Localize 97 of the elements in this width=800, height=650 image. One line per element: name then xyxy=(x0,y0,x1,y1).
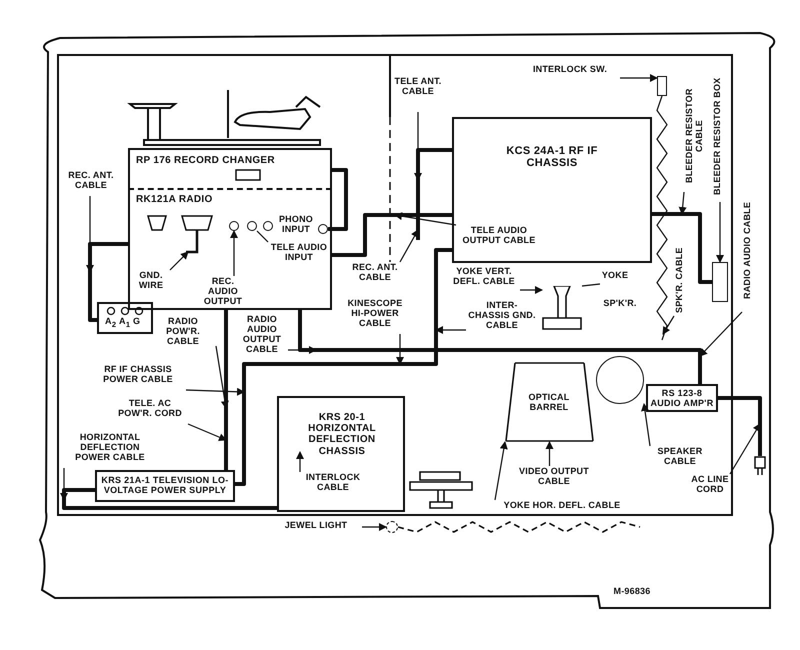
terminal-label: A$_{1}$ xyxy=(119,316,130,330)
chassis-label: KRS 21A-1 TELEVISION LO-VOLTAGE POWER SUPPLY xyxy=(100,475,230,496)
wire xyxy=(656,96,668,340)
leader-line xyxy=(641,403,651,446)
cable xyxy=(298,310,702,384)
callout-label: RADIO POW'R. CABLE xyxy=(150,316,216,346)
chassis-label: RK121A RADIO xyxy=(136,194,214,206)
callout-label: GND. WIRE xyxy=(132,270,170,294)
chassis-box xyxy=(646,384,718,412)
callout-label: YOKE VERT. DEFL. CABLE xyxy=(448,266,520,290)
cable xyxy=(718,396,762,456)
terminal-label: A$_{2}$ xyxy=(105,316,116,330)
callout-label: TELE. AC POW'R. CORD xyxy=(112,398,188,424)
leader-line xyxy=(296,451,304,472)
speaker-drawing xyxy=(596,356,644,404)
leader-line xyxy=(60,468,68,501)
part-label: PHONO INPUT xyxy=(278,214,314,234)
terminal-strip xyxy=(97,302,153,334)
callout-label: INTERLOCK CABLE xyxy=(298,472,368,498)
leader-line xyxy=(186,388,245,396)
callout-label: TELE ANT. CABLE xyxy=(394,76,442,112)
picture-tube-drawing xyxy=(505,362,594,442)
callout-label: SPK'R. CABLE xyxy=(674,244,690,316)
callout-label: YOKE xyxy=(600,270,630,284)
leader-line xyxy=(678,192,687,215)
chassis-box xyxy=(128,148,332,188)
cable xyxy=(652,212,712,284)
callout-label: RADIO AUDIO OUTPUT CABLE xyxy=(236,314,288,358)
callout-label: RADIO AUDIO CABLE xyxy=(742,188,758,312)
leader-line xyxy=(230,230,238,276)
chassis-label: RS 123-8 AUDIO AMP'R xyxy=(650,388,714,408)
wire xyxy=(398,521,640,533)
callout-label: TELE AUDIO INPUT xyxy=(268,242,330,266)
leader-line xyxy=(188,423,227,441)
leader-line xyxy=(716,202,724,263)
callout-label: YOKE HOR. DEFL. CABLE xyxy=(492,500,632,514)
chassis-label: KRS 20-1 HORIZONTAL DEFLECTION CHASSIS xyxy=(307,412,377,457)
callout-label: KINESCOPE HI-POWER CABLE xyxy=(346,298,404,334)
jack-icon xyxy=(229,221,239,231)
part-label: M-96836 xyxy=(612,586,652,596)
leader-line xyxy=(362,523,387,531)
leader-line xyxy=(662,316,675,335)
callout-label: SPEAKER CABLE xyxy=(650,446,710,470)
cable xyxy=(235,248,452,486)
terminal-label: G xyxy=(133,316,140,326)
callout-label: INTERLOCK SW. xyxy=(520,64,620,78)
leader-line xyxy=(399,229,419,262)
leader-line xyxy=(215,346,229,409)
leader-line xyxy=(170,251,189,270)
callout-label: INTER-CHASSIS GND. CABLE xyxy=(466,300,538,332)
callout-label: HORIZONTAL DEFLECTION POWER CABLE xyxy=(62,432,158,468)
callout-label: VIDEO OUTPUT CABLE xyxy=(510,466,598,492)
callout-label: TELE AUDIO OUTPUT CABLE xyxy=(456,225,542,259)
cable xyxy=(416,148,452,240)
chassis-box xyxy=(128,188,332,310)
part-label: SP'K'R. xyxy=(602,298,638,308)
leader-line xyxy=(256,230,268,242)
callout-label: REC. AUDIO OUTPUT xyxy=(200,276,246,308)
leader-line xyxy=(414,112,422,181)
chassis-label: KCS 24A-1 RF IF CHASSIS xyxy=(505,145,599,170)
callout-label: BLEEDER RESISTOR BOX xyxy=(712,70,728,202)
leader-line xyxy=(520,286,543,294)
jewel-light-icon xyxy=(386,521,398,533)
leader-line xyxy=(435,326,466,334)
leader-line xyxy=(396,334,404,365)
chassis-box xyxy=(452,117,652,263)
callout-label: REC. ANT. CABLE xyxy=(350,262,400,292)
callout-label: RF IF CHASSIS POWER CABLE xyxy=(90,364,186,390)
callout-label: BLEEDER RESISTOR CABLE xyxy=(684,80,712,192)
callout-label: AC LINE CORD xyxy=(690,474,730,510)
chassis-label: RP 176 RECORD CHANGER xyxy=(136,155,276,166)
leader-line xyxy=(620,74,658,82)
leader-line xyxy=(86,196,94,273)
part-label: OPTICAL BARREL xyxy=(528,392,570,412)
callout-label: JEWEL LIGHT xyxy=(270,520,362,534)
switch-icon xyxy=(657,76,667,96)
leader-line xyxy=(494,441,508,500)
leader-line xyxy=(288,346,317,354)
leader-line xyxy=(699,312,742,357)
jack-icon xyxy=(247,221,257,231)
chassis-box xyxy=(277,396,405,512)
cable xyxy=(224,310,228,470)
leader-line xyxy=(394,212,456,226)
yoke-drawing xyxy=(542,286,582,330)
resistor-box-icon xyxy=(712,262,728,302)
cable xyxy=(62,488,277,510)
chassis-box xyxy=(95,470,235,502)
jack-icon xyxy=(318,224,328,234)
cable xyxy=(328,168,348,231)
leader-line xyxy=(546,441,554,466)
jack-icon xyxy=(263,221,273,231)
plug-icon xyxy=(754,456,766,476)
leader-line xyxy=(729,423,761,474)
callout-label: REC. ANT. CABLE xyxy=(58,170,124,196)
leader-line xyxy=(582,283,600,287)
cable xyxy=(88,242,128,322)
cable xyxy=(332,213,452,257)
